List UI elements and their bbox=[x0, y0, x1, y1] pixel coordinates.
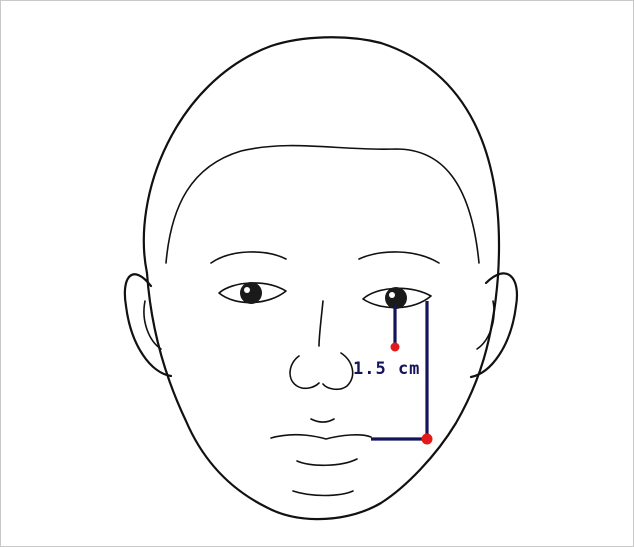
left-eyebrow bbox=[211, 252, 286, 263]
left-eye-highlight bbox=[244, 287, 250, 293]
acupoint-lower-marker bbox=[422, 434, 433, 445]
nose-bridge bbox=[319, 301, 323, 346]
nose-right-wing bbox=[323, 353, 353, 389]
philtrum bbox=[311, 419, 334, 422]
chin-crease bbox=[293, 491, 353, 496]
right-ear bbox=[471, 273, 517, 377]
measurement-label: 1.5 cm bbox=[353, 359, 420, 379]
right-eye-highlight bbox=[389, 292, 395, 298]
acupoint-upper-marker bbox=[391, 343, 400, 352]
right-eyebrow bbox=[359, 252, 439, 263]
hairline bbox=[166, 146, 479, 263]
nose-left-wing bbox=[290, 356, 319, 388]
left-iris bbox=[240, 282, 262, 304]
upper-lip-line bbox=[271, 435, 371, 439]
lower-lip bbox=[297, 459, 357, 465]
head-outline bbox=[144, 37, 499, 519]
